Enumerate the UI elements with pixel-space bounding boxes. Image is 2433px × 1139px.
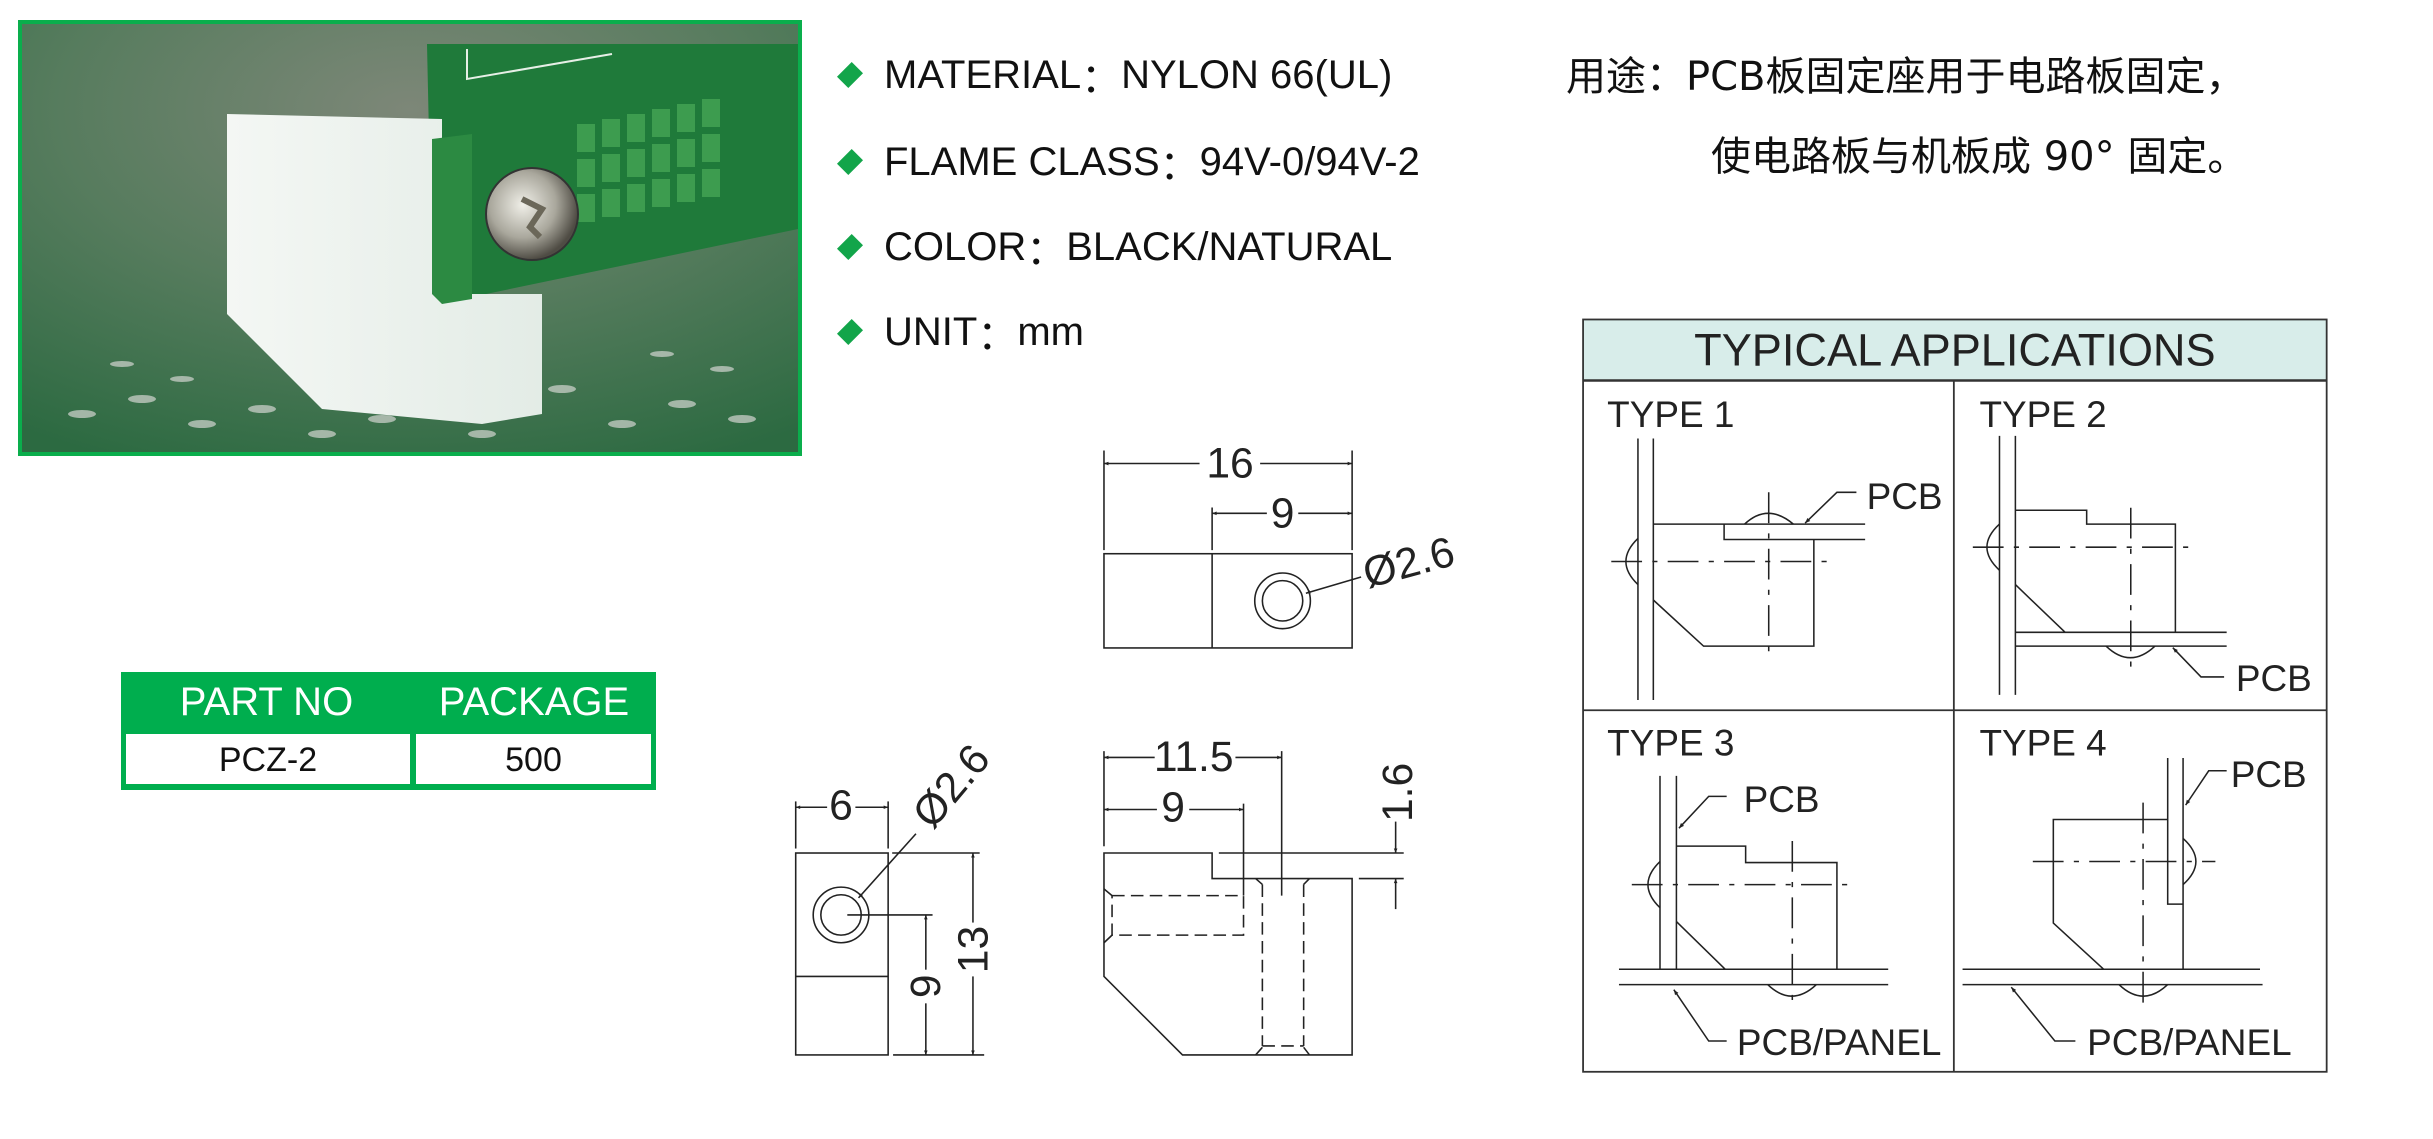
dim-hole-offset: 9 (1271, 490, 1295, 538)
dimension-drawings: 16 9 Ø2.6 6 Ø2.6 13 9 11.5 9 1.6 (794, 439, 1460, 1056)
dim-step: 1.6 (1374, 763, 1422, 822)
cell-package: 500 (416, 734, 651, 784)
spec-unit: UNIT：mm (836, 303, 1084, 361)
diamond-bullet-icon (836, 148, 864, 176)
type-3-label: TYPE 3 (1607, 722, 1734, 763)
diamond-bullet-icon (836, 233, 864, 261)
type-4-label: TYPE 4 (1979, 722, 2106, 763)
dim-side-hole-dia: Ø2.6 (903, 735, 999, 837)
type-2-pcb-label: PCB (2236, 658, 2312, 699)
type-3-drawing (1618, 775, 1889, 1042)
usage-line-2: 使电路板与机板成 90° 固定。 (1711, 134, 2248, 180)
header-part-no: PART NO (179, 680, 354, 724)
type-4-pcb-label: PCB (2231, 754, 2307, 795)
side-view (794, 801, 985, 1056)
spec-color: COLOR：BLACK/NATURAL (836, 218, 1392, 276)
spec-flame-class: FLAME CLASS：94V-0/94V-2 (836, 133, 1420, 191)
dim-hole-depth: 9 (1161, 784, 1185, 832)
top-view (1103, 450, 1362, 649)
type-3-panel-label: PCB/PANEL (1737, 1022, 1941, 1063)
type-3-pcb-label: PCB (1744, 779, 1820, 820)
header-package: PACKAGE (438, 680, 630, 724)
type-2-label: TYPE 2 (1979, 394, 2106, 435)
dim-length: 11.5 (1154, 733, 1234, 781)
dim-hole-height: 9 (902, 974, 950, 998)
applications-title: TYPICAL APPLICATIONS (1694, 325, 2215, 376)
dim-overall-length: 16 (1206, 439, 1253, 487)
typical-applications-panel: TYPICAL APPLICATIONS TYPE 1 TYPE 2 TYPE … (1582, 318, 2328, 1073)
type-1-label: TYPE 1 (1607, 394, 1734, 435)
dim-top-hole-dia: Ø2.6 (1358, 528, 1460, 598)
dim-height: 13 (949, 926, 997, 973)
front-view (1103, 751, 1404, 1056)
part-table: PART NO PACKAGE PCZ-2 500 (121, 672, 656, 790)
photo-illustration (22, 24, 798, 452)
type-4-drawing (1962, 757, 2263, 1042)
product-photo (18, 20, 802, 456)
spec-material: MATERIAL：NYLON 66(UL) (836, 46, 1392, 104)
type-4-panel-label: PCB/PANEL (2087, 1022, 2291, 1063)
diamond-bullet-icon (836, 61, 864, 89)
dim-width: 6 (829, 781, 853, 829)
diamond-bullet-icon (836, 318, 864, 346)
type-2-drawing (1972, 435, 2227, 695)
cell-part-no: PCZ-2 (126, 734, 410, 784)
usage-line-1: 用途：PCB板固定座用于电路板固定， (1566, 54, 2246, 100)
applications-header (1583, 319, 2327, 381)
type-1-drawing (1611, 438, 1866, 700)
type-1-pcb-label: PCB (1867, 476, 1943, 517)
